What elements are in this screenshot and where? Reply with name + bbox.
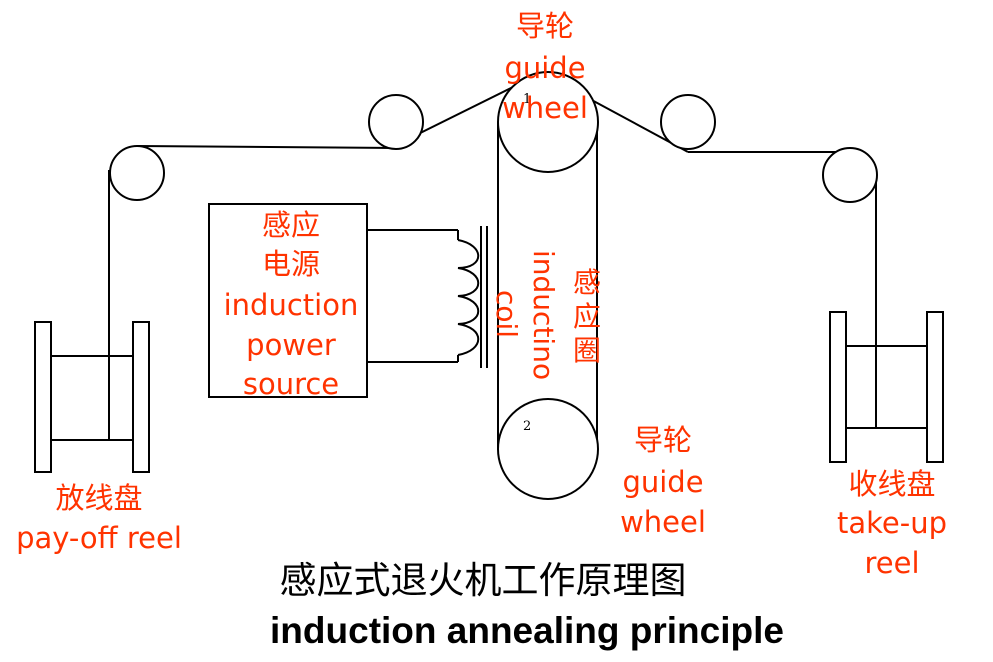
power-label-en-1: induction	[224, 288, 359, 322]
top-guide-wheel-label: 导轮 guide wheel	[502, 9, 588, 125]
payoff-pulley	[109, 145, 165, 201]
coil-leads	[367, 229, 459, 363]
coil-label-en-1: inductino	[527, 250, 560, 380]
takeup-label-en-1: take-up	[837, 506, 947, 540]
bottom-guide-label-en-2: wheel	[620, 505, 706, 539]
top-guide-label-en-2: wheel	[502, 91, 588, 125]
guide-wheels	[497, 71, 599, 500]
coil-core	[480, 226, 488, 368]
diagram-title-en: induction annealing principle	[270, 610, 784, 651]
takeup-reel	[829, 311, 944, 463]
left-pulley	[368, 94, 424, 150]
power-source-label: 感应 电源 induction power source	[224, 208, 359, 401]
top-guide-wheel	[497, 71, 599, 173]
power-label-en-2: power	[246, 328, 336, 362]
payoff-label-zh: 放线盘	[55, 481, 142, 515]
right-pulley	[660, 94, 716, 150]
payoff-reel-label: 放线盘 pay-off reel	[16, 481, 182, 555]
takeup-label-zh: 收线盘	[848, 467, 935, 501]
induction-coil-winding	[457, 239, 479, 356]
payoff-reel	[34, 321, 150, 473]
wheel-number-1: 1	[523, 92, 531, 107]
coil-label-en-2: coil	[490, 290, 523, 338]
diagram-title-zh: 感应式退火机工作原理图	[280, 559, 687, 602]
bottom-guide-wheel	[497, 398, 599, 500]
coil-label-zh: 感 应 圈	[573, 266, 601, 367]
bottom-guide-wheel-label: 导轮 guide wheel	[620, 423, 706, 539]
power-label-zh-1: 感应	[262, 208, 320, 242]
power-label-zh-2: 电源	[262, 247, 320, 281]
bottom-guide-label-zh: 导轮	[634, 423, 692, 457]
power-label-en-3: source	[243, 367, 339, 401]
payoff-label-en: pay-off reel	[16, 521, 182, 555]
bottom-guide-label-en-1: guide	[622, 465, 703, 499]
takeup-reel-label: 收线盘 take-up reel	[837, 467, 947, 580]
takeup-label-en-2: reel	[864, 546, 919, 580]
wheel-number-2: 2	[523, 419, 531, 434]
top-guide-label-zh: 导轮	[516, 9, 574, 43]
pulleys	[109, 94, 878, 203]
coil-label-zh-1: 感	[573, 266, 601, 299]
wire-path	[108, 85, 877, 450]
induction-power-source-box	[208, 203, 368, 398]
coil-label-zh-3: 圈	[573, 334, 601, 367]
takeup-pulley	[822, 147, 878, 203]
top-guide-label-en-1: guide	[504, 51, 585, 85]
coil-label-zh-2: 应	[573, 300, 601, 333]
